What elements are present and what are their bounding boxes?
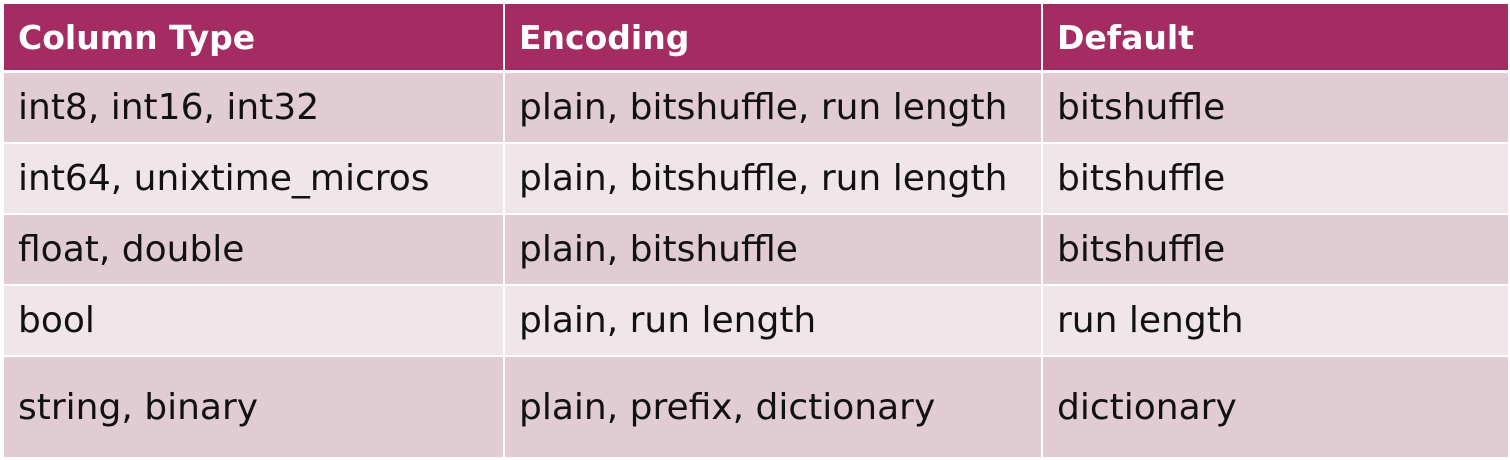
header-column-type: Column Type — [4, 4, 505, 73]
header-default: Default — [1042, 4, 1508, 73]
table-row: string, binary plain, prefix, dictionary… — [4, 356, 1508, 457]
cell-column-type: int64, unixtime_micros — [4, 143, 505, 215]
cell-default: bitshuffle — [1042, 143, 1508, 215]
table-row: bool plain, run length run length — [4, 285, 1508, 357]
cell-default: bitshuffle — [1042, 214, 1508, 286]
cell-encoding: plain, prefix, dictionary — [504, 356, 1043, 457]
encoding-table: Column Type Encoding Default int8, int16… — [4, 4, 1508, 457]
cell-encoding: plain, run length — [504, 285, 1043, 357]
header-encoding: Encoding — [504, 4, 1043, 73]
cell-column-type: float, double — [4, 214, 505, 286]
cell-encoding: plain, bitshuffle, run length — [504, 71, 1043, 144]
cell-default: dictionary — [1042, 356, 1508, 457]
cell-column-type: string, binary — [4, 356, 505, 457]
cell-default: bitshuffle — [1042, 71, 1508, 144]
table-row: float, double plain, bitshuffle bitshuff… — [4, 214, 1508, 286]
cell-column-type: bool — [4, 285, 505, 357]
cell-column-type: int8, int16, int32 — [4, 71, 505, 144]
cell-default: run length — [1042, 285, 1508, 357]
table-row: int8, int16, int32 plain, bitshuffle, ru… — [4, 71, 1508, 144]
table-row: int64, unixtime_micros plain, bitshuffle… — [4, 143, 1508, 215]
cell-encoding: plain, bitshuffle — [504, 214, 1043, 286]
cell-encoding: plain, bitshuffle, run length — [504, 143, 1043, 215]
table-header-row: Column Type Encoding Default — [4, 4, 1508, 73]
